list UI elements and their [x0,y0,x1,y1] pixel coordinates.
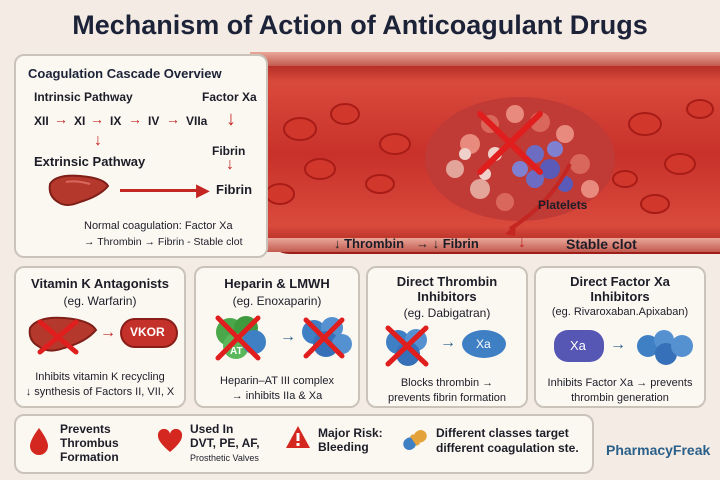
panel-title: Direct Factor Xa [570,274,670,289]
liver-icon [48,174,110,206]
panel-desc-line2: ↓ synthesis of Factors II, VII, X [25,386,175,398]
page-title: Mechanism of Action of Anticoagulant Dru… [72,10,648,40]
thrombin-label: ↓ Thrombin [334,236,405,251]
arrow-right-icon: → [100,324,116,341]
panel-title: Vitamin K Antagonists [31,276,169,291]
panel-subtitle: (eg. Enoxaparin) [232,294,322,308]
panel-desc-line2: prevents fibrin formation [388,392,506,404]
cascade-heading: Coagulation Cascade Overview [28,66,222,81]
panel-direct-xa: Direct Factor Xa Inhibitors (eg. Rivarox… [534,266,706,408]
footer-item1-line2: Thrombus [60,436,119,450]
extrinsic-label: Extrinsic Pathway [34,154,146,169]
panel-title: Direct Thrombin [396,274,498,289]
vessel-wall-top [250,52,720,66]
vkor-badge [120,318,178,348]
blood-drop-icon [30,428,48,455]
panel-desc-line1: Heparin–AT III complex [220,375,334,387]
footer-item4-line1: Different classes target [436,426,569,440]
summary-footer: Prevents Thrombus Formation Used In DVT,… [14,414,594,474]
red-blood-cells [265,99,714,214]
panel-vitamin-k: Vitamin K Antagonists (eg. Warfarin) → V… [14,266,186,408]
arrow-down-icon: ↓ [226,156,234,173]
xa-label: Xa [476,337,491,351]
intrinsic-label: Intrinsic Pathway [34,90,133,104]
factor-xii: XII [34,114,49,128]
xa-molecule-icon [554,330,604,362]
arrow-right-icon: → [128,111,142,127]
factor-xi: XI [74,114,86,128]
cascade-overview-box: Coagulation Cascade Overview Intrinsic P… [14,54,268,258]
at-label: AT [230,346,243,357]
panel-desc-line1: Blocks thrombin → [400,377,494,389]
arrow-down-icon: ↓ [94,132,102,149]
thrombin-molecule-icon [637,330,693,365]
footer-item2-line1: Used In [190,422,234,436]
capsule-icon [403,429,427,451]
panel-subtitle: (eg. Dabigatran) [403,306,491,320]
xa-molecule-icon [462,330,506,358]
brand-logo: PharmacyFreak [606,442,711,458]
heart-icon [157,428,183,452]
thrombin-molecule-icon [302,317,352,359]
clot-x-mark [477,111,543,175]
xa-label: Xa [570,338,586,353]
footer-item1-line3: Formation [60,450,119,464]
down-arrow-icon: ↓ [518,234,526,251]
footer-item3-line2: Bleeding [318,440,369,454]
panel-desc-line1: Inhibits Factor Xa → prevents [547,377,693,389]
fibrin-end-label: Fibrin [216,182,253,197]
factor-ix: IX [110,114,122,128]
panel-subtitle: (eg. Warfarin) [63,294,137,308]
arrow-down-icon: ↓ [226,108,236,130]
arrow-right-icon: → [280,328,296,345]
panel-title-line2: Inhibitors [417,289,477,304]
vkor-label: VKOR [130,325,165,339]
arrow-right-icon: → [166,111,180,127]
panel-title: Heparin & LMWH [224,276,330,291]
footer-item3-line1: Major Risk: [318,426,383,440]
panel-desc-line2: thrombin generation [571,392,669,404]
factor-viia: VIIa [186,114,208,128]
arrow-right-icon: → [54,111,68,127]
thrombin-molecule-icon [385,325,429,367]
vessel-cells-svg [265,97,714,236]
footer-item2-small: Prosthetic Valves [190,453,259,463]
panel-direct-thrombin: Direct Thrombin Inhibitors (eg. Dabigatr… [366,266,528,408]
normal-coag-line2: → Thrombin → Fibrin - Stable clot [84,236,243,248]
panel-title-line2: Inhibitors [590,289,650,304]
arrow-right-icon: → [90,111,104,127]
panel-desc-line2: → inhibits IIa & Xa [231,390,323,402]
footer-item1-line1: Prevents [60,422,111,436]
panel-desc-line1: Inhibits vitamin K recycling [35,371,165,383]
fibrin-mid-label: Fibrin [212,144,246,158]
factor-xa-label: Factor Xa [202,90,257,104]
arrow-right-icon: → [440,334,456,351]
normal-coag-line1: Normal coagulation: Factor Xa [84,220,233,232]
stable-clot-label: Stable clot [566,236,637,252]
clot-arrow [508,163,572,231]
footer-item2-line2: DVT, PE, AF, [190,436,260,450]
clot-arrow-head [505,224,516,236]
fibrin-label: → ↓ Fibrin [416,236,479,251]
arrow-head-icon: ▶ [196,180,210,200]
warning-icon [286,426,310,448]
footer-item4-line2: different coagulation ste. [436,441,579,455]
antithrombin-molecule-icon [215,315,266,361]
vessel-wall-bottom [250,238,720,252]
panel-subtitle: (eg. Rivaroxaban.Apixaban) [551,306,689,318]
panel-heparin: Heparin & LMWH (eg. Enoxaparin) AT → Hep… [194,266,360,408]
factor-iv: IV [148,114,160,128]
liver-to-fibrin-arrow [120,189,202,192]
arrow-right-icon: → [610,336,626,353]
liver-icon [28,316,98,355]
platelets-label: Platelets [538,198,588,212]
